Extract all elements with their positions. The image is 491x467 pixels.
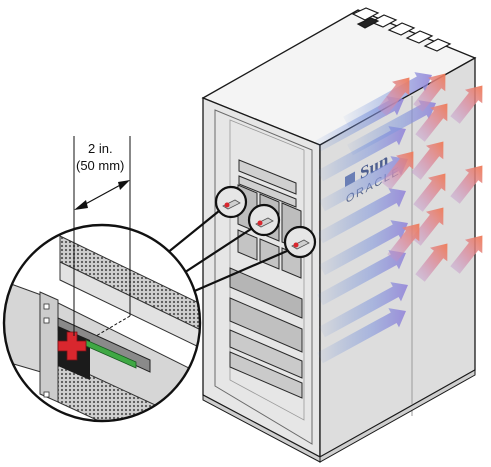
exhaust-arrow xyxy=(415,243,448,282)
exhaust-arrow xyxy=(413,73,446,112)
callout-circle-1 xyxy=(214,185,248,219)
intake-arrow xyxy=(319,156,408,212)
exhaust-arrow xyxy=(415,103,448,142)
intake-arrow xyxy=(319,282,408,338)
exhaust-arrow xyxy=(450,85,483,124)
callout-circle-2 xyxy=(247,203,281,237)
magnified-detail xyxy=(2,223,202,423)
intake-arrow xyxy=(317,250,406,306)
fault-indicator-icon xyxy=(257,220,263,226)
exhaust-arrow xyxy=(387,223,420,262)
intake-arrow xyxy=(317,188,406,244)
intake-arrow xyxy=(317,126,406,182)
callout-circle-3 xyxy=(283,225,317,259)
cabinet-base xyxy=(202,369,476,463)
arrowhead-right-icon xyxy=(118,180,130,190)
dimension-label-inches: 2 in. xyxy=(88,141,113,156)
fault-indicator-icon xyxy=(293,242,299,248)
exhaust-arrow xyxy=(411,141,444,180)
intake-arrow xyxy=(317,308,406,364)
cabinet-front xyxy=(202,97,321,459)
fault-indicator-icon xyxy=(224,202,230,208)
dimension-label-mm: (50 mm) xyxy=(76,158,124,173)
sun-mark-icon xyxy=(345,171,355,187)
exhaust-arrow xyxy=(450,235,483,274)
exhaust-arrow xyxy=(381,151,414,190)
intake-arrow xyxy=(319,220,408,276)
exhaust-airflow-arrows xyxy=(377,73,483,282)
callout-circles xyxy=(214,185,317,259)
arrowhead-left-icon xyxy=(74,200,88,210)
clearance-dimension: 2 in. (50 mm) xyxy=(73,136,131,337)
exhaust-arrow xyxy=(413,173,446,212)
top-vents xyxy=(351,7,452,52)
exhaust-arrow xyxy=(377,77,410,116)
fault-cross-icon xyxy=(57,331,87,361)
exhaust-arrow xyxy=(450,165,483,204)
intake-arrow xyxy=(347,100,436,156)
